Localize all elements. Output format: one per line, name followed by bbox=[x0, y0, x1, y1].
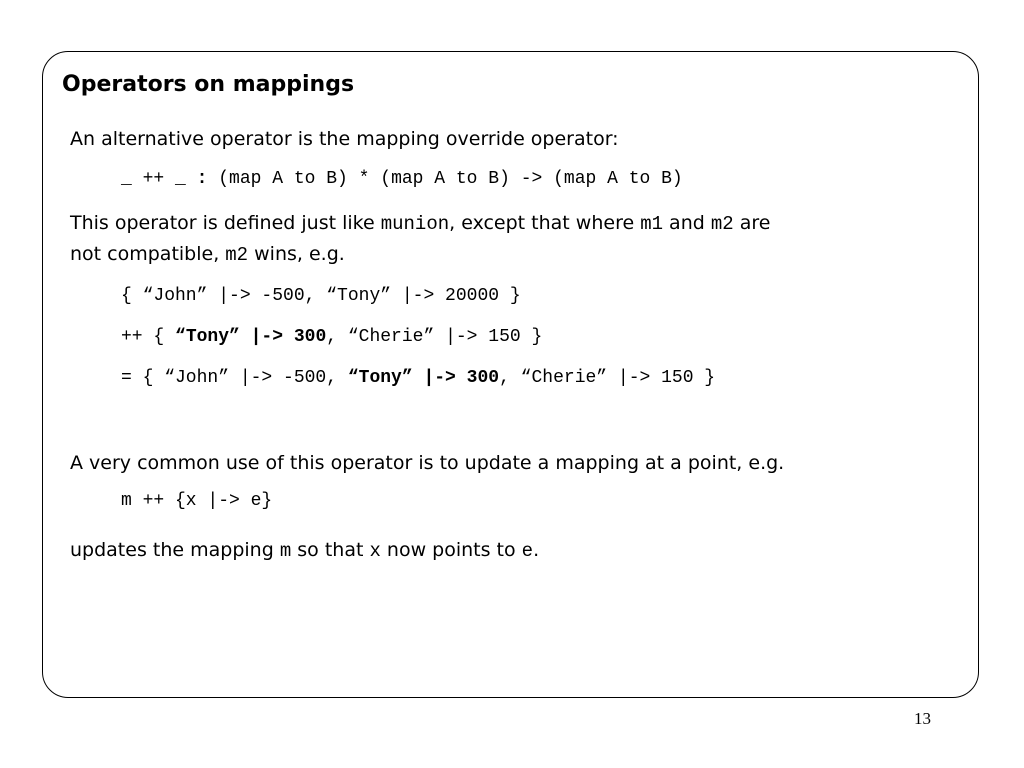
definition-text-1: This operator is defined just like bbox=[70, 212, 381, 234]
example-line-3: = { “John” |-> -500, “Tony” |-> 300, “Ch… bbox=[121, 368, 715, 388]
m1-code: m1 bbox=[640, 213, 664, 235]
update-text-1: updates the mapping bbox=[70, 539, 280, 561]
page-number: 13 bbox=[914, 709, 931, 728]
signature-operator: _ ++ _ bbox=[121, 169, 197, 189]
definition-text-6: wins, e.g. bbox=[248, 243, 345, 265]
example-line-2: ++ { “Tony” |-> 300, “Cherie” |-> 150 } bbox=[121, 327, 542, 347]
definition-line-2: not compatible, m2 wins, e.g. bbox=[70, 239, 950, 270]
x-code: x bbox=[369, 540, 381, 562]
m2-code: m2 bbox=[710, 213, 734, 235]
example-line-2-bold: “Tony” |-> 300 bbox=[175, 327, 327, 347]
definition-line-1: This operator is defined just like munio… bbox=[70, 208, 950, 239]
slide-frame bbox=[42, 51, 979, 698]
update-text-3: now points to bbox=[380, 539, 522, 561]
e-code: e bbox=[521, 540, 534, 562]
definition-text-4: are bbox=[733, 212, 771, 234]
munion-code: munion bbox=[380, 213, 450, 235]
definition-text-5: not compatible, bbox=[70, 243, 226, 265]
definition-text-2: , except that where bbox=[449, 212, 641, 234]
definition-paragraph: This operator is defined just like munio… bbox=[70, 208, 950, 270]
signature-line: _ ++ _ : (map A to B) * (map A to B) -> … bbox=[121, 169, 683, 189]
update-text-4: . bbox=[533, 539, 540, 561]
example-line-3-prefix: = { “John” |-> -500, bbox=[121, 368, 348, 388]
m-code: m bbox=[279, 540, 292, 562]
use-text: A very common use of this operator is to… bbox=[70, 452, 785, 474]
signature-type: (map A to B) * (map A to B) -> (map A to… bbox=[207, 169, 683, 189]
definition-text-3: and bbox=[663, 212, 711, 234]
slide-title: Operators on mappings bbox=[62, 72, 355, 97]
example-line-2-prefix: ++ { bbox=[121, 327, 176, 347]
signature-colon: : bbox=[196, 169, 208, 189]
example-line-3-suffix: , “Cherie” |-> 150 } bbox=[499, 368, 716, 388]
example-line-1: { “John” |-> -500, “Tony” |-> 20000 } bbox=[121, 286, 521, 306]
use-code: m ++ {x |-> e} bbox=[121, 491, 273, 511]
update-text: updates the mapping m so that x now poin… bbox=[70, 535, 539, 566]
example-line-2-suffix: , “Cherie” |-> 150 } bbox=[326, 327, 543, 347]
m2-code-2: m2 bbox=[225, 244, 249, 266]
example-line-3-bold: “Tony” |-> 300 bbox=[347, 368, 500, 388]
intro-text: An alternative operator is the mapping o… bbox=[70, 128, 619, 150]
update-text-2: so that bbox=[291, 539, 370, 561]
